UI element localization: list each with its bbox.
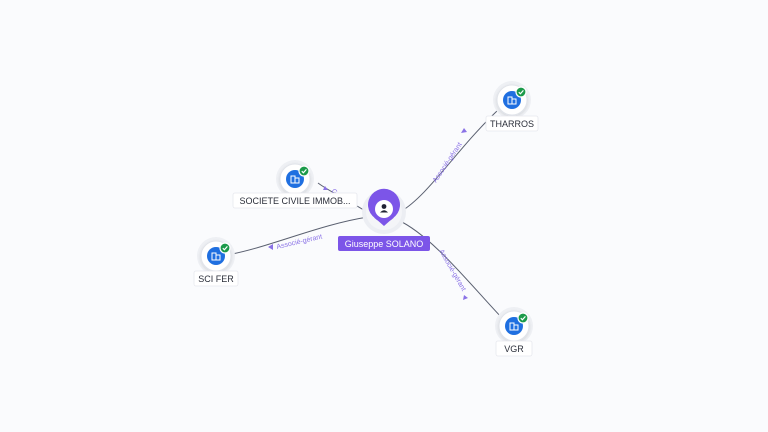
company-label-scifer: SCI FER (198, 274, 234, 284)
edge-label-societe: G (330, 188, 339, 197)
company-label-tharros: THARROS (490, 119, 534, 129)
edge-line (231, 216, 369, 255)
edge-label-scifer: Associé-gérant (276, 234, 323, 251)
edge-tharros: Associé-gérant (399, 109, 499, 213)
edge-arrow-icon (323, 186, 328, 190)
edge-vgr: Associé-gérant (397, 219, 503, 319)
company-node-scifer[interactable]: SCI FER (193, 237, 239, 287)
edge-line (399, 109, 499, 213)
edge-line (397, 219, 503, 319)
person-node[interactable]: Giuseppe SOLANO (338, 188, 430, 251)
person-icon (380, 204, 388, 213)
verified-check-icon (298, 165, 310, 177)
edge-arrow-icon (461, 128, 467, 133)
edge-label-vgr: Associé-gérant (437, 249, 466, 293)
verified-check-icon (517, 312, 529, 324)
person-label: Giuseppe SOLANO (345, 239, 424, 249)
company-label-vgr: VGR (504, 344, 524, 354)
edge-label-tharros: Associé-gérant (432, 141, 464, 184)
verified-check-icon (219, 242, 231, 254)
company-node-vgr[interactable]: VGR (495, 307, 533, 357)
edge-arrow-icon (463, 295, 468, 300)
edge-arrow-icon (268, 244, 273, 250)
company-label-societe: SOCIETE CIVILE IMMOB... (239, 196, 350, 206)
verified-check-icon (515, 86, 527, 98)
company-node-tharros[interactable]: THARROS (485, 81, 539, 132)
company-node-societe[interactable]: SOCIETE CIVILE IMMOB... (232, 160, 358, 209)
